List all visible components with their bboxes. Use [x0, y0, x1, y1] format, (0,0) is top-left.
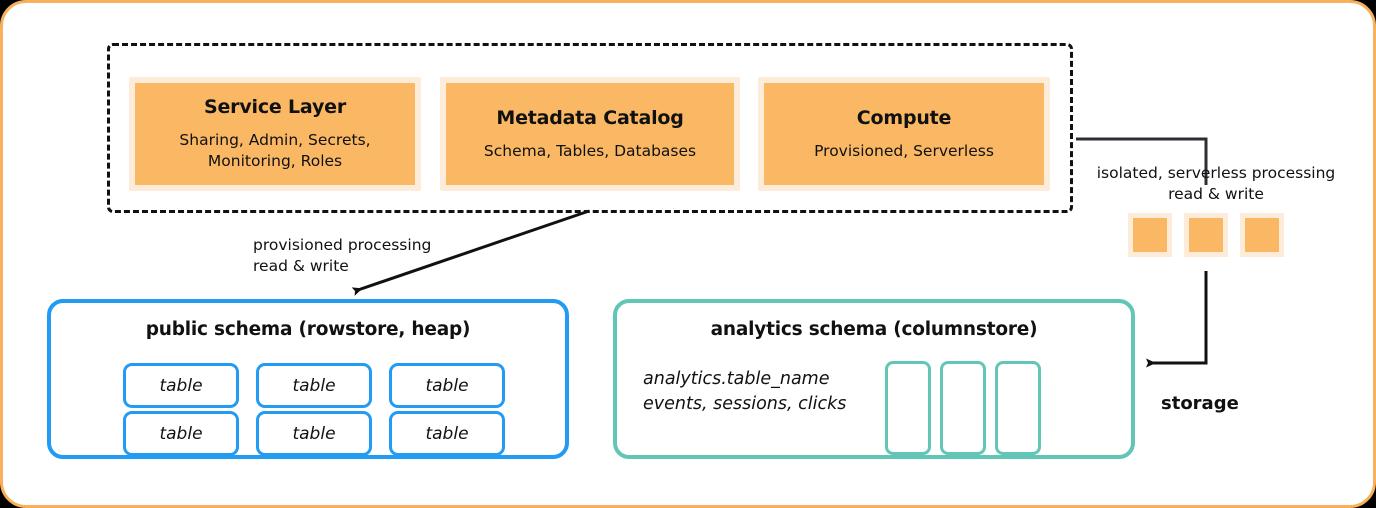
serverless-square-1 [1128, 213, 1172, 257]
control-plane-container [107, 43, 1073, 213]
table-chip[interactable]: table [389, 363, 505, 408]
table-chip[interactable]: table [256, 411, 372, 456]
card-metadata-catalog-subtitle: Schema, Tables, Databases [483, 141, 697, 160]
public-schema-title: public schema (rowstore, heap) [145, 319, 471, 340]
public-schema-container: public schema (rowstore, heap) table tab… [47, 299, 569, 459]
columnstore-chip[interactable] [995, 361, 1041, 455]
table-chip[interactable]: table [256, 363, 372, 408]
label-storage: storage [1161, 393, 1239, 414]
analytics-table-names: analytics.table_name events, sessions, c… [643, 369, 847, 414]
card-service-layer[interactable]: Service Layer Sharing, Admin, Secrets, M… [129, 77, 421, 191]
columnstore-chip[interactable] [885, 361, 931, 455]
card-metadata-catalog[interactable]: Metadata Catalog Schema, Tables, Databas… [440, 77, 740, 191]
analytics-schema-container: analytics schema (columnstore) analytics… [613, 299, 1135, 459]
table-chip[interactable]: table [123, 411, 239, 456]
card-metadata-catalog-title: Metadata Catalog [496, 106, 684, 129]
card-compute-title: Compute [856, 106, 952, 129]
card-service-layer-title: Service Layer [204, 96, 346, 118]
table-chip[interactable]: table [123, 363, 239, 408]
card-compute-subtitle: Provisioned, Serverless [814, 141, 994, 160]
note-isolated-serverless: isolated, serverless processing read & w… [1096, 164, 1336, 203]
arrow-serverless-to-storage [1146, 271, 1208, 368]
table-chip[interactable]: table [389, 411, 505, 456]
columnstore-chip[interactable] [940, 361, 986, 455]
card-service-layer-subtitle: Sharing, Admin, Secrets, Monitoring, Rol… [179, 131, 371, 170]
serverless-square-2 [1184, 213, 1228, 257]
note-provisioned-processing: provisioned processing read & write [253, 236, 432, 275]
analytics-schema-title: analytics schema (columnstore) [710, 319, 1038, 340]
card-compute[interactable]: Compute Provisioned, Serverless [758, 77, 1050, 191]
serverless-square-3 [1240, 213, 1284, 257]
